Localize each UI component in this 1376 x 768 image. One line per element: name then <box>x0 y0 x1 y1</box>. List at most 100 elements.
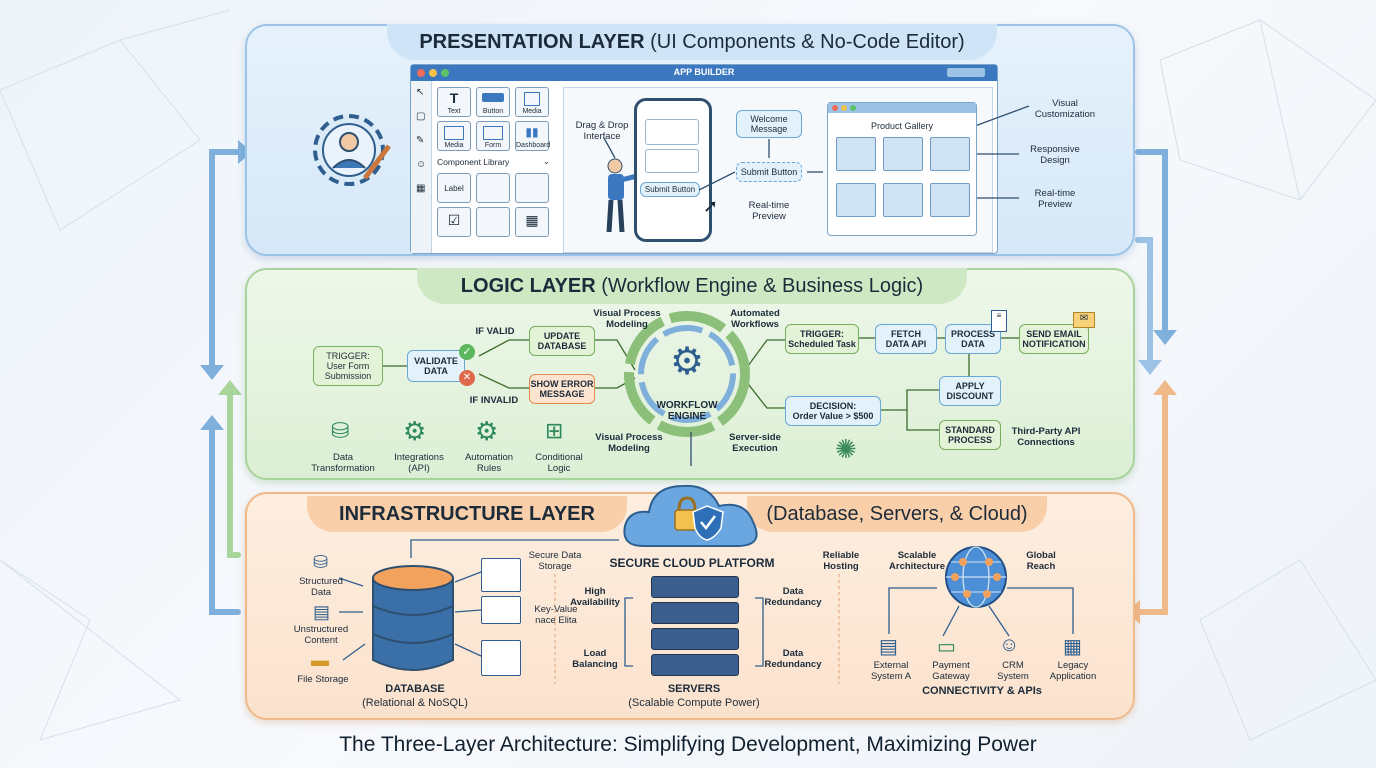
search-box[interactable] <box>947 68 985 77</box>
server-side-label: Server-side Execution <box>729 432 781 454</box>
update-database-node[interactable]: UPDATE DATABASE <box>529 326 595 356</box>
image-icon <box>444 126 464 140</box>
gallery-close-dot[interactable] <box>832 105 838 111</box>
media-icon <box>524 92 540 106</box>
designer-gear-icon <box>313 114 391 186</box>
tile-list[interactable] <box>515 173 549 203</box>
pointer-icon[interactable]: ↖ <box>416 87 425 98</box>
maximize-dot[interactable] <box>441 69 449 77</box>
chevron-down-icon[interactable]: ⌄ <box>543 157 550 166</box>
data-redundancy-label-1: Data Redundancy <box>764 586 822 608</box>
tile-checkbox[interactable]: ☑ <box>437 207 471 237</box>
payment-icon: ▭ <box>937 636 956 658</box>
app-builder-titlebar <box>411 65 997 81</box>
product-gallery-title: Product Gallery <box>870 121 934 131</box>
envelope-icon: ✉ <box>1073 312 1095 328</box>
tile-table[interactable]: ▦ <box>515 207 549 237</box>
database-label: DATABASE <box>385 683 445 695</box>
send-email-node[interactable]: SEND EMAIL NOTIFICATION <box>1019 324 1089 354</box>
tile-button[interactable]: Button <box>476 87 510 117</box>
square-icon[interactable]: ▢ <box>416 111 426 122</box>
infra-title: INFRASTRUCTURE LAYER <box>307 496 627 532</box>
file-storage-label: File Storage <box>297 674 349 685</box>
show-error-node[interactable]: SHOW ERROR MESSAGE <box>529 374 595 404</box>
automation-rules-label: Automation Rules <box>464 452 514 474</box>
presentation-layer: PRESENTATION LAYER (UI Components & No-C… <box>245 24 1135 256</box>
tile-media-2[interactable]: Media <box>437 121 471 151</box>
x-icon: ✕ <box>459 370 475 386</box>
phone-mockup <box>634 98 712 242</box>
data-transformation-label: Data Transformation <box>311 452 375 474</box>
gallery-image-1[interactable] <box>836 137 876 171</box>
fetch-data-node[interactable]: FETCH DATA API <box>875 324 937 354</box>
crm-people-icon: ☺ <box>999 634 1020 656</box>
component-library-label: Component Library <box>437 157 510 167</box>
gallery-image-6[interactable] <box>930 183 970 217</box>
presentation-arrows <box>603 105 1030 199</box>
cloud-lock-icon <box>623 484 758 547</box>
clipboard-icon: ≡ <box>991 310 1007 332</box>
trigger-scheduled-node[interactable]: TRIGGER: Scheduled Task <box>785 324 859 354</box>
responsive-design-label: Responsive Design <box>1030 144 1080 166</box>
grid-icon[interactable]: ▦ <box>416 183 426 194</box>
tile-media[interactable]: Media <box>515 87 549 117</box>
vpm-bottom-label: Visual Process Modeling <box>595 432 663 454</box>
data-redundancy-label-2: Data Redundancy <box>764 648 822 670</box>
tile-toggle[interactable] <box>476 173 510 203</box>
servers-sub-label: (Scalable Compute Power) <box>628 697 760 709</box>
if-valid-label: IF VALID <box>475 326 515 337</box>
welcome-message-box[interactable]: Welcome Message <box>736 110 802 138</box>
unstructured-label: Unstructured Content <box>293 624 349 646</box>
secure-storage-label: Secure Data Storage <box>528 550 582 572</box>
automation-rules-icon: ⚙ <box>475 416 499 446</box>
decision-node[interactable]: DECISION: Order Value > $500 <box>785 396 881 426</box>
gallery-min-dot[interactable] <box>841 105 847 111</box>
folder-icon: ▬ <box>311 650 329 670</box>
vpm-top-label: Visual Process Modeling <box>593 308 661 330</box>
tile-dashboard[interactable]: ▮▮Dashboard <box>515 121 550 151</box>
people-icon[interactable]: ☺ <box>416 159 427 170</box>
scalable-arch-label: Scalable Architecture <box>889 550 945 572</box>
close-dot[interactable] <box>417 69 425 77</box>
realtime-preview-label: Real-time Preview <box>748 200 790 222</box>
submit-button-drag[interactable]: Submit Button <box>640 182 700 197</box>
kv-icon <box>481 596 521 624</box>
minimize-dot[interactable] <box>429 69 437 77</box>
app-builder-title: APP BUILDER <box>673 67 735 77</box>
table-icon <box>481 558 521 592</box>
standard-process-node[interactable]: STANDARD PROCESS <box>939 420 1001 450</box>
gallery-image-4[interactable] <box>836 183 876 217</box>
legacy-application-label: Legacy Application <box>1049 660 1097 682</box>
gallery-max-dot[interactable] <box>850 105 856 111</box>
gallery-titlebar <box>828 103 976 113</box>
legacy-app-icon: ▦ <box>1063 636 1082 658</box>
integrations-label: Integrations (API) <box>394 452 444 474</box>
checkbox-icon: ☑ <box>447 212 461 228</box>
automated-label: Automated Workflows <box>730 308 780 330</box>
trigger-form-node[interactable]: TRIGGER: User Form Submission <box>313 346 383 386</box>
integrations-icon: ⚙ <box>403 416 427 446</box>
tile-label[interactable]: Label <box>437 173 471 203</box>
pen-icon[interactable]: ✎ <box>416 135 425 146</box>
gallery-image-5[interactable] <box>883 183 923 217</box>
load-balancing-label: Load Balancing <box>572 648 618 670</box>
document-icon: ▤ <box>313 602 331 622</box>
apply-discount-node[interactable]: APPLY DISCOUNT <box>939 376 1001 406</box>
logic-title: LOGIC LAYER (Workflow Engine & Business … <box>417 268 967 304</box>
if-invalid-label: IF INVALID <box>469 395 519 406</box>
submit-button-preview[interactable]: Submit Button <box>736 162 802 182</box>
tile-form[interactable]: Form <box>476 121 510 151</box>
data-transformation-icon: ⛁ <box>331 418 350 443</box>
tile-input[interactable] <box>476 207 510 237</box>
server-unit-1 <box>651 576 739 598</box>
drag-drop-label: Drag & Drop Interface <box>575 120 629 142</box>
gallery-image-3[interactable] <box>930 137 970 171</box>
gallery-image-2[interactable] <box>883 137 923 171</box>
crm-system-label: CRM System <box>997 660 1029 682</box>
validate-data-node[interactable]: VALIDATE DATA <box>407 350 465 382</box>
structured-data-label: Structured Data <box>299 576 343 598</box>
person-icon <box>606 158 638 233</box>
